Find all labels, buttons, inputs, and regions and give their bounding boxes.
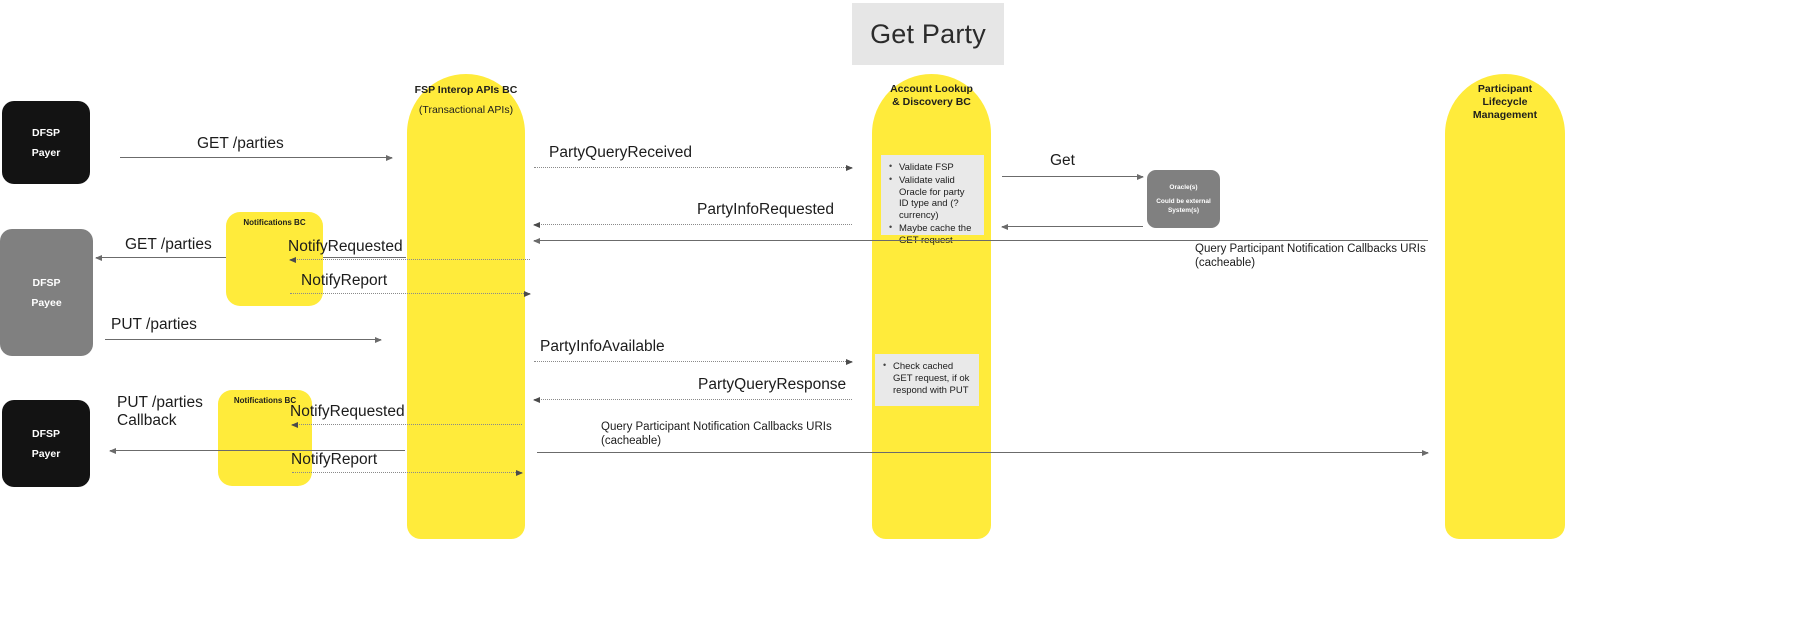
msg-get-oracle: Get bbox=[1050, 152, 1075, 169]
msg-party-info-requested: PartyInfoRequested bbox=[697, 201, 835, 218]
page-title: Get Party bbox=[852, 3, 1004, 65]
actor-payee-line2: Payee bbox=[31, 296, 62, 309]
note-check-cached-get: Check cached GET request, if ok respond … bbox=[875, 354, 979, 406]
note-validate-fsp: Validate FSP Validate valid Oracle for p… bbox=[881, 155, 984, 246]
arrowhead-right-icon bbox=[1422, 449, 1429, 456]
arrowhead-left-icon bbox=[109, 447, 116, 454]
msg-notify-requested-bottom: NotifyRequested bbox=[290, 403, 405, 420]
actor-dfsp-payee: DFSP Payee bbox=[0, 229, 93, 356]
msg-notify-report-top: NotifyReport bbox=[301, 272, 388, 289]
arrowhead-right-icon bbox=[846, 164, 853, 171]
oracle-box: Oracle(s) Could be external System(s) bbox=[1147, 170, 1220, 228]
msg-query-participant-bottom-line1: Query Participant Notification Callbacks… bbox=[601, 421, 832, 433]
arrow-oracle-response bbox=[1001, 223, 1143, 230]
arrow-notify-report-top bbox=[290, 290, 531, 297]
arrowhead-right-icon bbox=[516, 469, 523, 476]
msg-query-participant-bottom-line2: (cacheable) bbox=[601, 435, 662, 447]
msg-get-parties-payer: GET /parties bbox=[197, 135, 284, 152]
arrowhead-left-icon bbox=[533, 237, 540, 244]
lifeline-fsp-title: FSP Interop APIs BC bbox=[414, 84, 518, 96]
msg-notify-report-bottom: NotifyReport bbox=[291, 451, 378, 468]
arrow-notify-requested-bottom bbox=[291, 421, 522, 428]
arrow-notify-report-bottom bbox=[292, 469, 523, 476]
msg-party-query-response: PartyQueryResponse bbox=[698, 376, 847, 393]
lifeline-participant-lifecycle-management: Participant Lifecycle Management bbox=[1445, 74, 1565, 539]
msg-query-participant-top-line2: (cacheable) bbox=[1195, 257, 1256, 269]
arrowhead-right-icon bbox=[1137, 173, 1144, 180]
arrow-party-query-received bbox=[534, 164, 853, 171]
arrowhead-left-icon bbox=[289, 256, 296, 263]
msg-notify-requested-top: NotifyRequested bbox=[288, 238, 403, 255]
arrowhead-right-icon bbox=[524, 290, 531, 297]
arrowhead-right-icon bbox=[386, 154, 393, 161]
arrowhead-left-icon bbox=[533, 221, 540, 228]
arrow-get-parties-payer bbox=[120, 154, 393, 161]
msg-get-parties-payee: GET /parties bbox=[125, 236, 212, 253]
msg-put-parties-callback: PUT /parties Callback bbox=[117, 394, 257, 430]
arrowhead-left-icon bbox=[1001, 223, 1008, 230]
note-bullet: Check cached GET request, if ok respond … bbox=[883, 360, 971, 396]
arrow-put-parties-callback bbox=[109, 447, 405, 454]
msg-put-parties-callback-line1: PUT /parties bbox=[117, 394, 203, 411]
actor-payer-bottom-line1: DFSP bbox=[31, 427, 60, 440]
arrowhead-right-icon bbox=[375, 336, 382, 343]
arrow-put-parties bbox=[105, 336, 382, 343]
arrow-party-query-response bbox=[533, 396, 852, 403]
lifeline-fsp-subtitle: (Transactional APIs) bbox=[418, 104, 514, 116]
arrow-query-participant-top bbox=[533, 237, 1428, 244]
lifeline-fsp-interop-apis-bc: FSP Interop APIs BC (Transactional APIs) bbox=[407, 74, 525, 539]
page-title-text: Get Party bbox=[870, 18, 986, 49]
arrowhead-left-icon bbox=[95, 254, 102, 261]
arrow-notify-requested-top bbox=[289, 256, 530, 263]
msg-party-query-received: PartyQueryReceived bbox=[549, 144, 693, 161]
arrow-party-info-requested bbox=[533, 221, 852, 228]
notifications-bc-label-top: Notifications BC bbox=[243, 218, 306, 227]
oracle-title: Oracle(s) bbox=[1169, 184, 1198, 191]
arrow-get-oracle bbox=[1002, 173, 1144, 180]
msg-query-participant-bottom: Query Participant Notification Callbacks… bbox=[601, 420, 881, 448]
arrow-party-info-available bbox=[534, 358, 853, 365]
note-bullet: Validate FSP bbox=[889, 161, 976, 174]
msg-put-parties-callback-line2: Callback bbox=[117, 412, 177, 429]
msg-query-participant-top-line1: Query Participant Notification Callbacks… bbox=[1195, 243, 1426, 255]
oracle-subtitle-line2: System(s) bbox=[1167, 207, 1200, 214]
actor-payer-bottom-line2: Payer bbox=[31, 447, 61, 460]
actor-payer-top-line2: Payer bbox=[31, 146, 61, 159]
actor-payer-top-line1: DFSP bbox=[31, 126, 60, 139]
lifeline-als-title: Account Lookup & Discovery BC bbox=[890, 83, 973, 108]
note-bullet: Maybe cache the GET request bbox=[889, 222, 976, 247]
arrowhead-left-icon bbox=[533, 396, 540, 403]
msg-party-info-available: PartyInfoAvailable bbox=[540, 338, 665, 355]
arrowhead-left-icon bbox=[291, 421, 298, 428]
note-bullet: Validate valid Oracle for party ID type … bbox=[889, 174, 976, 222]
lifeline-plm-title: Participant Lifecycle Management bbox=[1472, 83, 1538, 121]
arrowhead-right-icon bbox=[846, 358, 853, 365]
oracle-subtitle-line1: Could be external bbox=[1156, 198, 1211, 205]
lifeline-account-lookup-discovery-bc: Account Lookup & Discovery BC bbox=[872, 74, 991, 539]
msg-put-parties: PUT /parties bbox=[111, 316, 197, 333]
notifications-bc-label-bottom: Notifications BC bbox=[233, 396, 297, 405]
actor-dfsp-payer-top: DFSP Payer bbox=[2, 101, 90, 184]
arrow-query-participant-bottom bbox=[537, 449, 1429, 456]
actor-payee-line1: DFSP bbox=[32, 276, 61, 289]
msg-query-participant-top: Query Participant Notification Callbacks… bbox=[1195, 242, 1455, 270]
actor-dfsp-payer-bottom: DFSP Payer bbox=[2, 400, 90, 487]
notifications-bc-box-bottom: Notifications BC bbox=[218, 390, 312, 486]
